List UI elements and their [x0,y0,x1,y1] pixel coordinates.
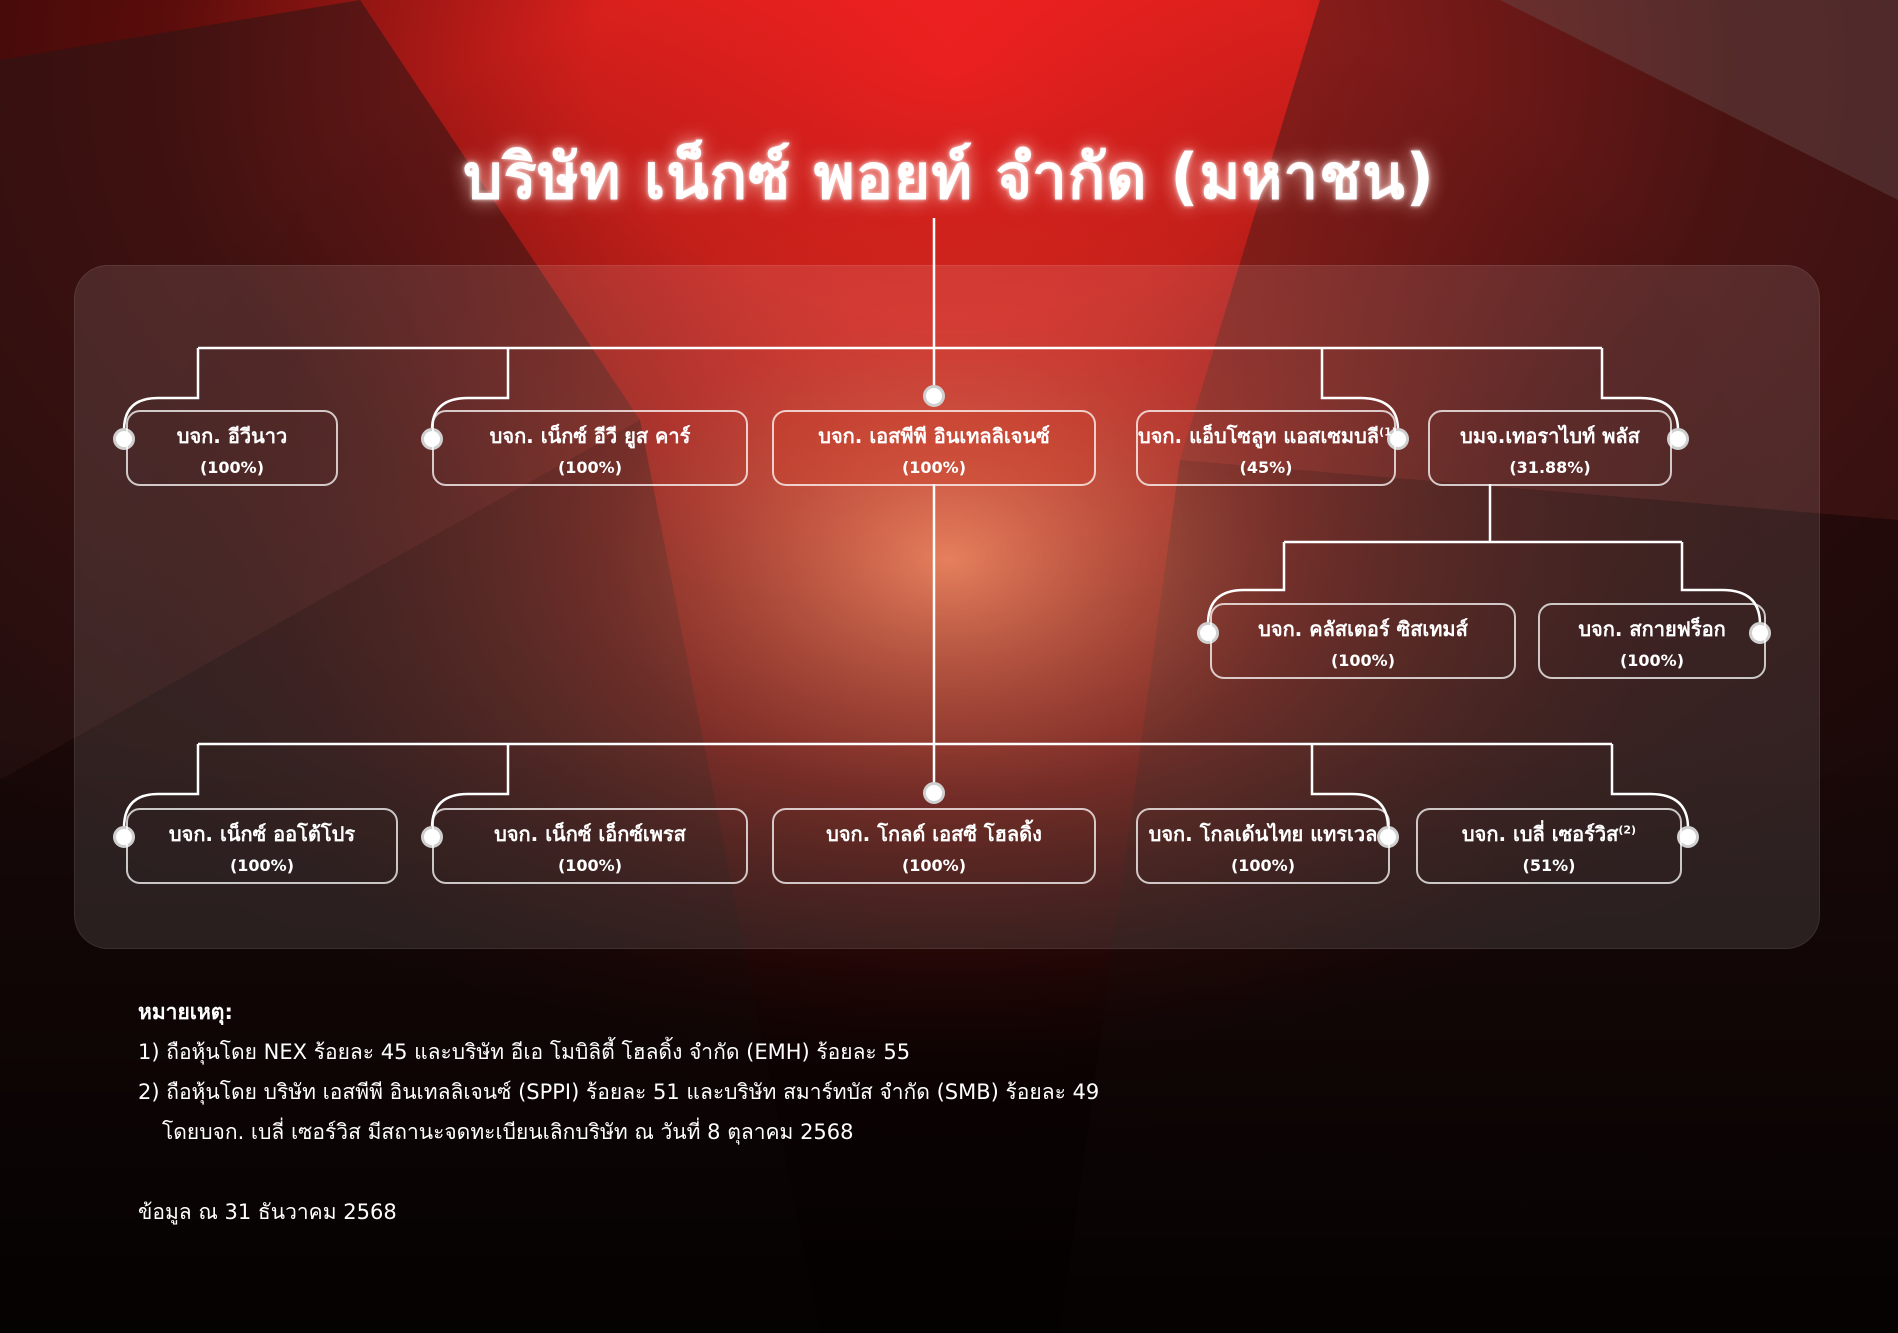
note-1: 1) ถือหุ้นโดย NEX ร้อยละ 45 และบริษัท อี… [138,1040,911,1064]
connector-dot [1667,428,1689,450]
company-name: บจก. เน็กซ์ ออโต้โปร [168,822,356,846]
connector-dot [923,782,945,804]
company-box-evnow[interactable]: บจก. อีวีนาว (100%) [126,410,338,486]
company-name: บมจ.เทอราไบท์ พลัส [1460,424,1640,448]
share-percent: (100%) [229,856,295,875]
company-name: บจก. โกลเด้นไทย แทรเวล [1148,822,1378,846]
company-name: บจก. สกายฟร็อก [1578,617,1726,641]
note-mark: (1) [1379,425,1397,439]
company-box-baley-service[interactable]: บจก. เบลี่ เซอร์วิส(2) (51%) [1416,808,1682,884]
company-name: บจก. คลัสเตอร์ ซิสเทมส์ [1258,617,1468,641]
company-name: บจก. เบลี่ เซอร์วิส(2) [1461,822,1637,846]
company-box-nex-ev-use-car[interactable]: บจก. เน็กซ์ อีวี ยูส คาร์ (100%) [432,410,748,486]
company-box-absolute-assembly[interactable]: บจก. แอ็บโซลูท แอสเซมบลี(1) (45%) [1136,410,1397,486]
page-title: บริษัท เน็กซ์ พอยท์ จำกัด (มหาชน) [463,140,1435,213]
company-name: บจก. เน็กซ์ เอ็กซ์เพรส [494,822,686,846]
company-name: บจก. เน็กซ์ อีวี ยูส คาร์ [489,424,691,448]
company-box-gold-sc-holding[interactable]: บจก. โกลด์ เอสซี โฮลดิ้ง (100%) [772,808,1096,884]
company-box-cluster-systems[interactable]: บจก. คลัสเตอร์ ซิสเทมส์ (100%) [1210,603,1516,679]
share-percent: (100%) [901,458,967,477]
note-mark: (2) [1618,823,1637,837]
connector-dot [923,385,945,407]
share-percent: (45%) [1239,458,1293,477]
company-box-spp-intelligence[interactable]: บจก. เอสพีพี อินเทลลิเจนซ์ (100%) [772,410,1096,486]
share-percent: (100%) [1230,856,1296,875]
connector-dot [1677,826,1699,848]
company-box-terabyte-plus[interactable]: บมจ.เทอราไบท์ พลัส (31.88%) [1428,410,1672,486]
company-box-nex-autopro[interactable]: บจก. เน็กซ์ ออโต้โปร (100%) [126,808,398,884]
share-percent: (51%) [1522,856,1576,875]
chart-panel [74,265,1820,949]
share-percent: (100%) [557,458,623,477]
share-percent: (100%) [901,856,967,875]
company-box-skyfrog[interactable]: บจก. สกายฟร็อก (100%) [1538,603,1766,679]
connector-dot [113,428,135,450]
share-percent: (100%) [199,458,265,477]
company-box-goldenthai-travel[interactable]: บจก. โกลเด้นไทย แทรเวล (100%) [1136,808,1390,884]
share-percent: (31.88%) [1509,458,1591,477]
share-percent: (100%) [1330,651,1396,670]
company-name: บจก. เอสพีพี อินเทลลิเจนซ์ [818,424,1050,448]
share-percent: (100%) [1619,651,1685,670]
data-as-of-date: ข้อมูล ณ 31 ธันวาคม 2568 [138,1200,397,1224]
company-name: บจก. แอ็บโซลูท แอสเซมบลี(1) [1138,424,1397,448]
note-2: 2) ถือหุ้นโดย บริษัท เอสพีพี อินเทลลิเจน… [138,1080,1100,1104]
connector-dot [1387,428,1409,450]
connector-dot [1197,622,1219,644]
notes-heading: หมายเหตุ: [138,1000,233,1024]
connector-dot [113,826,135,848]
share-percent: (100%) [557,856,623,875]
company-name: บจก. อีวีนาว [176,424,288,448]
company-name: บจก. โกลด์ เอสซี โฮลดิ้ง [826,822,1042,846]
company-box-nex-express[interactable]: บจก. เน็กซ์ เอ็กซ์เพรส (100%) [432,808,748,884]
note-2-continued: โดยบจก. เบลี่ เซอร์วิส มีสถานะจดทะเบียนเ… [162,1120,854,1144]
